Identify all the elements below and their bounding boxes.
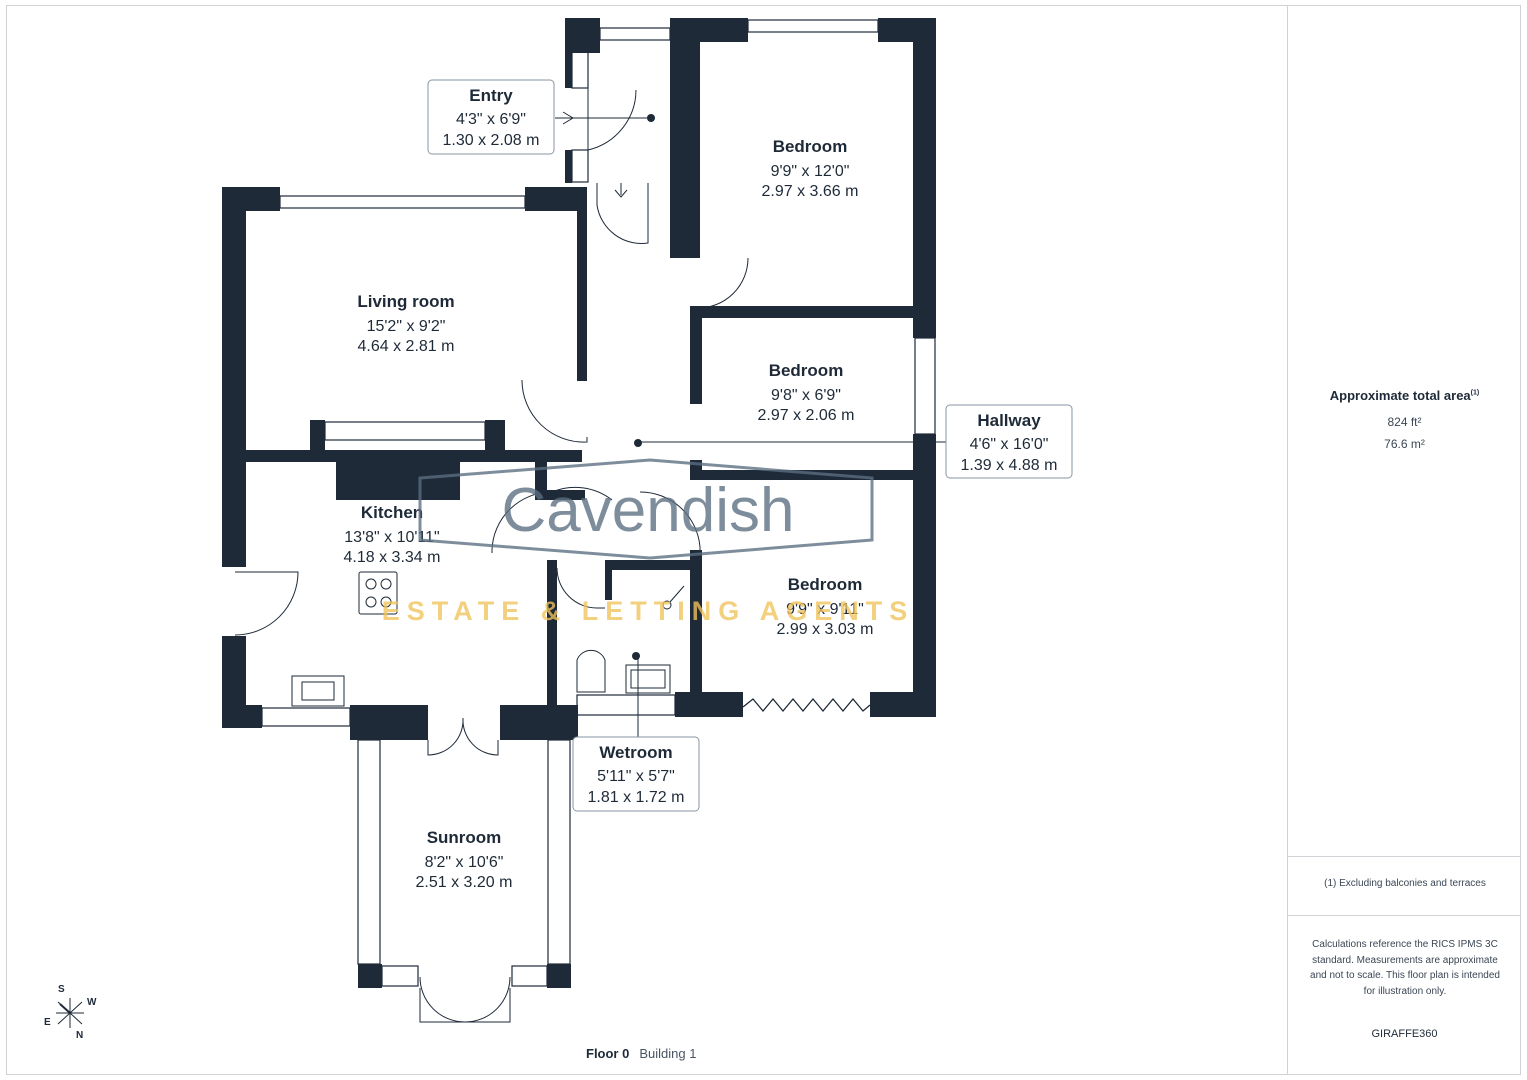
total-area-title-text: Approximate total area xyxy=(1329,388,1471,403)
room-size-imperial: 9'8" x 6'9" xyxy=(771,387,841,404)
room-size-imperial: 4'6" x 16'0" xyxy=(970,436,1049,453)
room-size-metric: 1.30 x 2.08 m xyxy=(443,132,540,149)
room-name: Entry xyxy=(469,86,513,105)
wetroom-label-box xyxy=(572,736,700,812)
room-size-metric: 2.51 x 3.20 m xyxy=(416,874,513,891)
floor-plan: Entry 4'3" x 6'9" 1.30 x 2.08 m Bedroom … xyxy=(44,18,1073,1041)
room-size-metric: 1.39 x 4.88 m xyxy=(961,457,1058,474)
watermark-badge-outline xyxy=(418,458,874,560)
brand-logo: GIRAFFE360 xyxy=(1371,1028,1438,1040)
compass-w: W xyxy=(87,997,97,1008)
watermark-logo-text: Cavendish xyxy=(502,476,795,545)
room-name: Bedroom xyxy=(773,137,848,156)
label-leaders xyxy=(555,111,946,738)
room-size-imperial: 9'9" x 9'11" xyxy=(786,601,864,618)
total-area-m: 76.6 m² xyxy=(1384,437,1425,451)
building-name: Building 1 xyxy=(639,1046,697,1061)
total-area-ft: 824 ft² xyxy=(1387,415,1422,429)
basin-icon xyxy=(625,664,671,694)
fixtures xyxy=(291,571,685,707)
room-size-metric: 2.97 x 2.06 m xyxy=(758,407,855,424)
area-footnote: (1) Excluding balconies and terraces xyxy=(1324,878,1486,889)
room-name: Bedroom xyxy=(769,361,844,380)
footnote-divider xyxy=(1287,856,1521,857)
room-size-metric: 4.64 x 2.81 m xyxy=(358,338,455,355)
room-size-metric: 2.99 x 3.03 m xyxy=(777,621,874,638)
doors xyxy=(234,88,749,1023)
total-area-note-marker: (1) xyxy=(1470,389,1480,397)
room-name: Sunroom xyxy=(427,828,502,847)
floor-name: Floor 0 xyxy=(586,1046,630,1061)
room-size-imperial: 9'9" x 12'0" xyxy=(771,163,850,180)
walls xyxy=(222,18,936,988)
room-size-metric: 4.18 x 3.34 m xyxy=(344,549,441,566)
shower-icon xyxy=(662,600,672,610)
sidebar-divider xyxy=(1287,5,1288,1075)
watermark: Cavendish ESTATE & LETTING AGENTS xyxy=(382,458,915,626)
compass-labels: S W E N xyxy=(44,984,97,1041)
room-size-imperial: 5'11" x 5'7" xyxy=(597,768,675,785)
bifold-doors xyxy=(742,697,871,713)
windows xyxy=(261,19,936,987)
total-area-title: Approximate total area(1) xyxy=(1288,388,1521,403)
disclaimer-text: Calculations reference the RICS IPMS 3C … xyxy=(1310,939,1500,997)
room-size-imperial: 8'2" x 10'6" xyxy=(425,854,504,871)
compass-s: S xyxy=(58,984,65,995)
compass-n: N xyxy=(76,1030,83,1041)
room-labels: Entry 4'3" x 6'9" 1.30 x 2.08 m Bedroom … xyxy=(344,86,1058,891)
kitchen-sink-icon xyxy=(291,675,345,707)
room-size-metric: 1.81 x 1.72 m xyxy=(588,789,685,806)
room-size-imperial: 4'3" x 6'9" xyxy=(456,111,526,128)
room-name: Hallway xyxy=(977,411,1041,430)
floor-label: Floor 0 Building 1 xyxy=(586,1046,696,1061)
room-name: Wetroom xyxy=(599,743,672,762)
entry-marker xyxy=(647,114,655,122)
compass-e: E xyxy=(44,1017,51,1028)
watermark-tagline: ESTATE & LETTING AGENTS xyxy=(382,596,915,626)
wetroom-marker xyxy=(632,652,640,660)
room-name: Kitchen xyxy=(361,503,423,522)
room-name: Bedroom xyxy=(788,575,863,594)
disclaimer-divider xyxy=(1287,915,1521,916)
entry-label-box xyxy=(427,79,555,155)
toilet-icon xyxy=(576,649,606,693)
hallway-label-box xyxy=(945,404,1073,479)
room-size-metric: 2.97 x 3.66 m xyxy=(762,183,859,200)
hallway-marker xyxy=(634,439,642,447)
room-size-imperial: 13'8" x 10'11" xyxy=(344,529,439,546)
room-name: Living room xyxy=(357,292,454,311)
compass xyxy=(56,998,84,1028)
sheet-border xyxy=(6,5,1521,1075)
room-size-imperial: 15'2" x 9'2" xyxy=(367,318,446,335)
label-boxes xyxy=(427,79,1073,812)
hob-icon xyxy=(358,571,398,615)
